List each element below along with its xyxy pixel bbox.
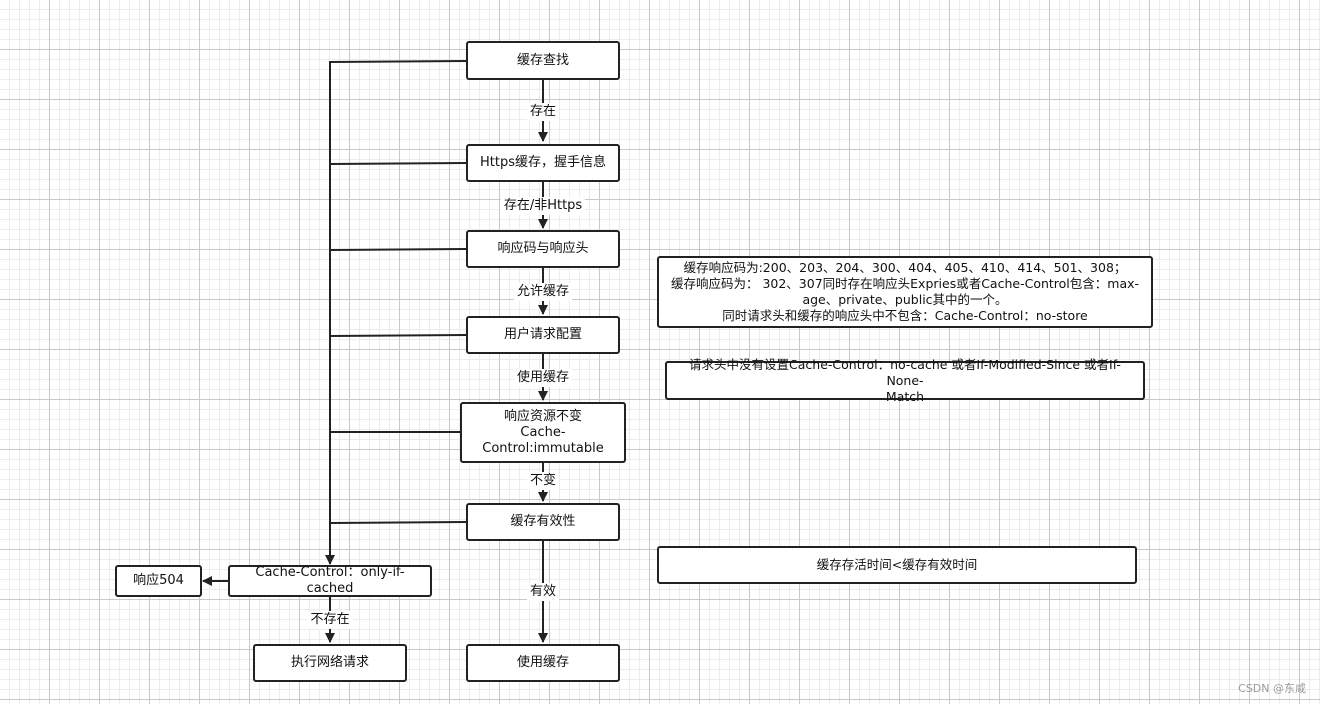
node-https-cache: Https缓存，握手信息 (466, 144, 620, 182)
node-response-code-headers: 响应码与响应头 (466, 230, 620, 268)
branch-lookup (329, 60, 467, 63)
label-use-cache: 使用缓存 (513, 369, 573, 387)
node-cache-lookup: 缓存查找 (466, 41, 620, 80)
note-cacheable-status: 缓存响应码为:200、203、204、300、404、405、410、414、5… (657, 256, 1153, 328)
node-use-cache: 使用缓存 (466, 644, 620, 682)
label-not-exists: 不存在 (307, 611, 353, 629)
watermark: CSDN @东咸 (1238, 682, 1306, 695)
node-network-request: 执行网络请求 (253, 644, 407, 682)
note-freshness: 缓存存活时间<缓存有效时间 (657, 546, 1137, 584)
branch-response (329, 248, 467, 251)
branch-validity (329, 521, 467, 524)
label-unchanged: 不变 (526, 472, 560, 490)
label-exists-non-https: 存在/非Https (500, 197, 586, 215)
label-allow-cache: 允许缓存 (513, 283, 573, 301)
label-valid: 有效 (526, 583, 560, 601)
branch-https (329, 162, 467, 165)
node-only-if-cached: Cache-Control：only-if-cached (228, 565, 432, 597)
note-request-headers: 请求头中没有设置Cache-Control：no-cache 或者If-Modi… (665, 357, 1145, 404)
label-exists: 存在 (526, 103, 560, 121)
node-user-request-config: 用户请求配置 (466, 316, 620, 354)
branch-user-config (329, 334, 467, 337)
node-cache-validity: 缓存有效性 (466, 503, 620, 541)
node-immutable-resource: 响应资源不变 Cache- Control:immutable (460, 402, 626, 463)
node-response-504: 响应504 (115, 565, 202, 597)
